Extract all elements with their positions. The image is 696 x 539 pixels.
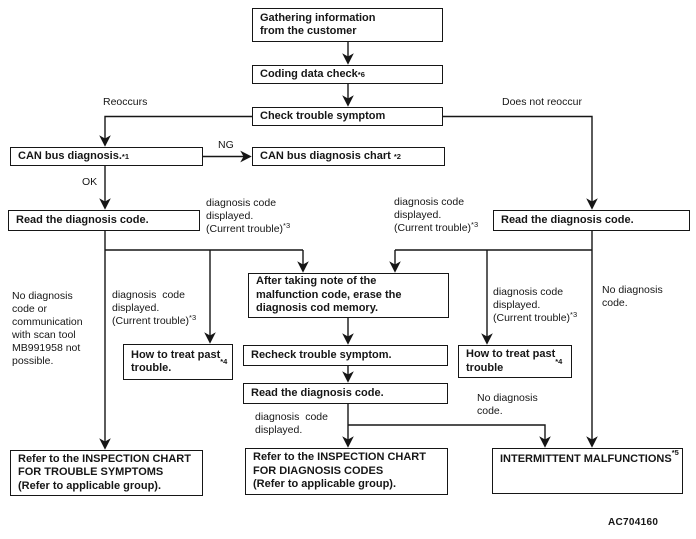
node-read-diagnosis-code-right: Read the diagnosis code. xyxy=(493,210,690,231)
node-text: Coding data check xyxy=(260,67,358,80)
label-text: diagnosis code displayed. (Current troub… xyxy=(493,286,571,324)
node-erase-diagnosis-memory: After taking note of the malfunction cod… xyxy=(248,273,449,318)
footnote-marker: *3 xyxy=(570,310,578,319)
node-inspection-chart-diagnosis-codes: Refer to the INSPECTION CHART FOR DIAGNO… xyxy=(245,448,448,495)
footnote-marker: *3 xyxy=(283,221,291,230)
footnote-marker: *3 xyxy=(471,220,479,229)
label-ng: NG xyxy=(218,139,234,152)
node-inspection-chart-trouble-symptoms: Refer to the INSPECTION CHART FOR TROUBL… xyxy=(10,450,203,496)
node-can-bus-diagnosis: CAN bus diagnosis.*1 xyxy=(10,147,203,166)
label-text: OK xyxy=(82,176,98,188)
node-text: Check trouble symptom xyxy=(260,109,386,122)
figure-code: AC704160 xyxy=(608,516,658,529)
node-text: After taking note of the malfunction cod… xyxy=(256,275,402,315)
label-reoccurs: Reoccurs xyxy=(103,96,147,109)
node-text: INTERMITTENT MALFUNCTIONS xyxy=(500,453,672,465)
node-coding-data-check: Coding data check*6 xyxy=(252,65,443,84)
label-does-not-reoccur: Does not reoccur xyxy=(502,96,582,109)
label-text: No diagnosis code or communication with … xyxy=(12,290,83,367)
node-can-bus-diagnosis-chart: CAN bus diagnosis chart *2 xyxy=(252,147,445,166)
label-text: diagnosis code displayed. (Current troub… xyxy=(394,196,472,234)
label-diagnosis-code-displayed-bottom: diagnosis code displayed. xyxy=(255,411,328,437)
node-text: How to treat past trouble. xyxy=(131,348,221,375)
node-text: Read the diagnosis code. xyxy=(251,386,384,399)
label-text: Reoccurs xyxy=(103,96,148,108)
node-check-trouble-symptom: Check trouble symptom xyxy=(252,107,443,126)
label-ok: OK xyxy=(82,176,97,189)
node-how-to-treat-past-trouble-left: How to treat past trouble.*4 xyxy=(123,344,233,380)
label-diagnosis-code-displayed-top-left: diagnosis code displayed. (Current troub… xyxy=(206,197,290,236)
node-read-diagnosis-code-center: Read the diagnosis code. xyxy=(243,383,448,404)
node-text: Read the diagnosis code. xyxy=(501,213,634,226)
node-text: How to treat past trouble xyxy=(466,348,556,374)
node-text: CAN bus diagnosis chart xyxy=(260,149,394,162)
label-text: diagnosis code displayed. (Current troub… xyxy=(206,197,284,235)
label-no-diagnosis-code-scan-tool: No diagnosis code or communication with … xyxy=(12,290,83,368)
label-text: diagnosis code displayed. xyxy=(255,411,328,436)
node-text: Recheck trouble symptom. xyxy=(251,348,392,361)
label-text: diagnosis code displayed. (Current troub… xyxy=(112,289,190,327)
node-text: Refer to the INSPECTION CHART FOR DIAGNO… xyxy=(253,451,426,491)
label-diagnosis-code-displayed-mid-left: diagnosis code displayed. (Current troub… xyxy=(112,289,196,328)
node-recheck-trouble-symptom: Recheck trouble symptom. xyxy=(243,345,448,366)
label-text: NG xyxy=(218,139,234,151)
node-gathering-information: Gathering information from the customer xyxy=(252,8,443,42)
label-diagnosis-code-displayed-mid-right: diagnosis code displayed. (Current troub… xyxy=(493,286,577,325)
node-text: Read the diagnosis code. xyxy=(16,213,149,226)
label-text: No diagnosis code. xyxy=(602,284,663,309)
label-text: Does not reoccur xyxy=(502,96,582,108)
node-text: CAN bus diagnosis. xyxy=(18,149,122,162)
node-text: Refer to the INSPECTION CHART FOR TROUBL… xyxy=(18,452,191,492)
label-no-diagnosis-code-center: No diagnosis code. xyxy=(477,392,538,418)
node-read-diagnosis-code-left: Read the diagnosis code. xyxy=(8,210,200,231)
footnote-marker: *3 xyxy=(189,313,197,322)
label-text: No diagnosis code. xyxy=(477,392,538,417)
node-intermittent-malfunctions: INTERMITTENT MALFUNCTIONS*5 xyxy=(492,448,683,494)
node-text: Gathering information from the customer xyxy=(260,11,376,38)
figure-code-text: AC704160 xyxy=(608,517,659,528)
label-diagnosis-code-displayed-top-right: diagnosis code displayed. (Current troub… xyxy=(394,196,478,235)
label-no-diagnosis-code-right: No diagnosis code. xyxy=(602,284,663,310)
node-how-to-treat-past-trouble-right: How to treat past trouble*4 xyxy=(458,345,572,378)
